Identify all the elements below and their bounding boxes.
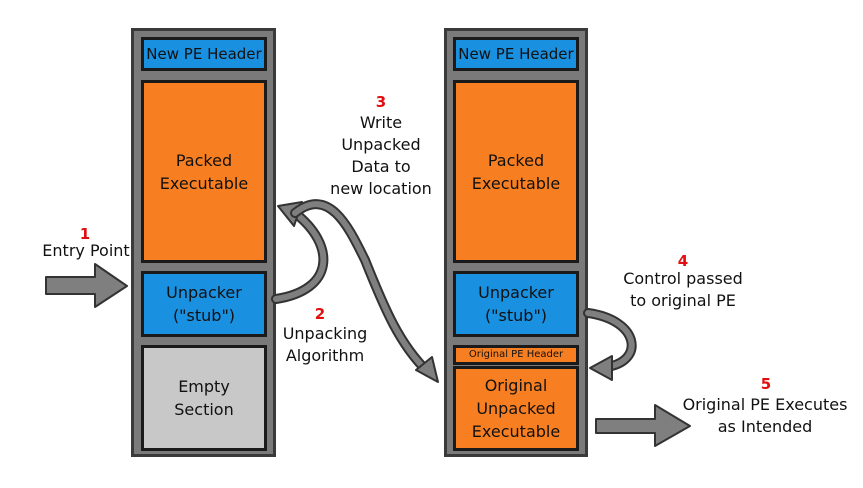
step-4-label: Control passed to original PE	[623, 269, 743, 310]
left-unpacker-stub: Unpacker ("stub")	[141, 271, 267, 337]
left-packed-executable: Packed Executable	[141, 80, 267, 263]
left-empty-section: Empty Section	[141, 345, 267, 451]
step-2-number: 2	[314, 305, 326, 323]
entry-point-arrow	[45, 263, 128, 308]
step-4-number: 4	[677, 252, 689, 270]
step-3-label: Write Unpacked Data to new location	[330, 113, 432, 198]
step-1-label: Entry Point	[42, 241, 130, 260]
original-pe-header: Original PE Header	[453, 345, 579, 365]
execute-arrow	[595, 404, 691, 447]
right-new-pe-header: New PE Header	[453, 37, 579, 71]
original-unpacked-executable: Original Unpacked Executable	[453, 366, 579, 451]
step-3-number: 3	[375, 93, 387, 111]
step-5-label: Original PE Executes as Intended	[682, 395, 848, 436]
unpacking-curved-arrow	[271, 208, 329, 304]
right-unpacker-stub: Unpacker ("stub")	[453, 271, 579, 337]
step-1-number: 1	[79, 225, 91, 243]
right-packed-executable: Packed Executable	[453, 80, 579, 263]
step-2-label: Unpacking Algorithm	[282, 324, 368, 365]
step-5-number: 5	[760, 375, 772, 393]
left-new-pe-header: New PE Header	[141, 37, 267, 71]
